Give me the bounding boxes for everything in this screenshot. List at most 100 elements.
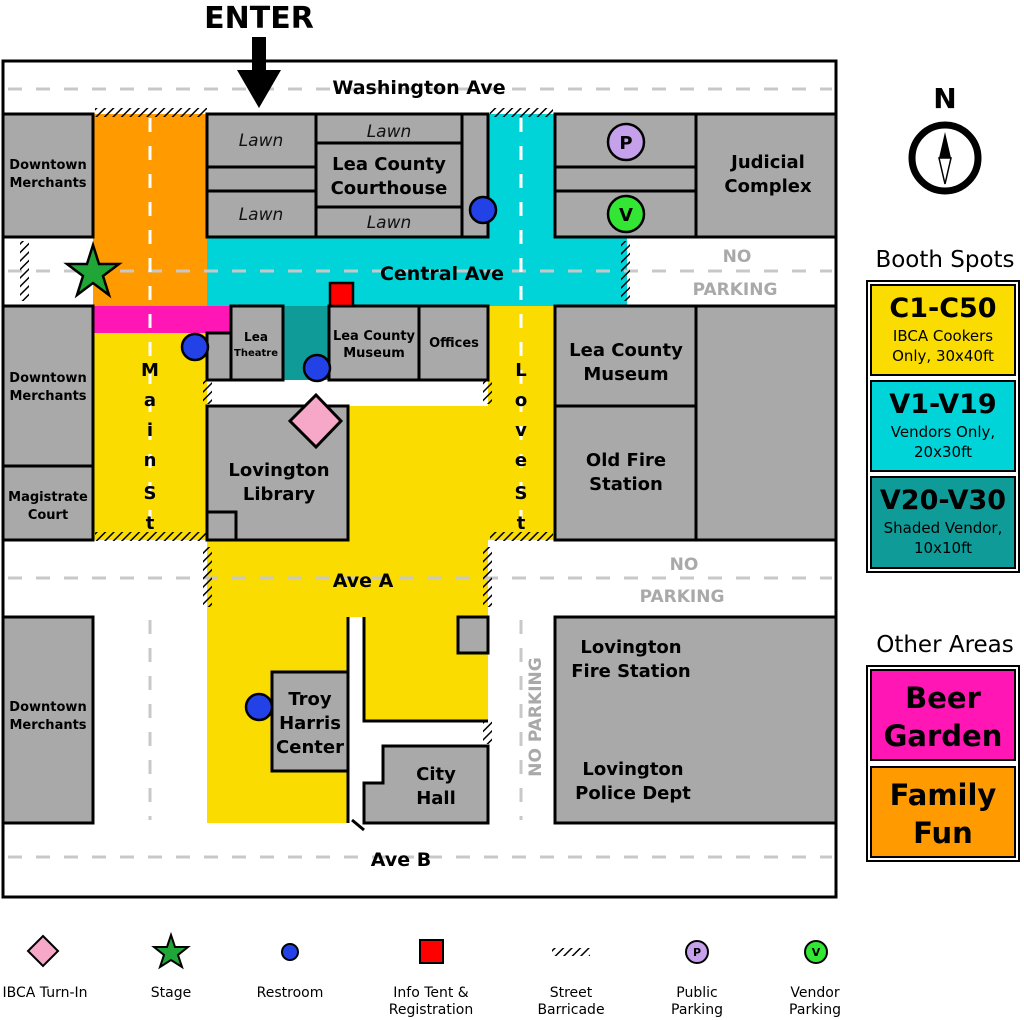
lea-county-museum-label: Lea County — [569, 340, 683, 361]
legend-public-parking-icon — [685, 940, 709, 964]
no-parking-central-line2: PARKING — [693, 280, 778, 300]
magistrate-court — [1, 464, 95, 542]
public-parking-icon[interactable] — [606, 122, 646, 162]
area-name: Garden — [883, 719, 1003, 753]
booth-spots-panel — [866, 280, 1020, 573]
booth-spots-title: Booth Spots — [875, 247, 1015, 273]
map-markers: P V — [63, 122, 646, 722]
downtown-merchants-w-label: Merchants — [9, 389, 86, 404]
main-st-letter: t — [146, 513, 155, 534]
judicial-complex-label: Judicial — [729, 152, 805, 173]
barricade-central-east — [621, 241, 630, 301]
love-st-letter: L — [515, 360, 526, 381]
police-dept-label: Police Dept — [575, 783, 691, 804]
legend-stage-label: Stage — [150, 985, 192, 1001]
stage-star-icon[interactable] — [63, 240, 123, 299]
lea-theatre — [229, 304, 285, 382]
road-center-lines — [8, 87, 832, 859]
area-name: Family — [889, 778, 997, 812]
library-annex — [205, 510, 238, 542]
booth-desc: IBCA Cookers — [892, 327, 994, 345]
restroom-icon[interactable] — [180, 332, 210, 362]
museum-small-label: Lea County — [333, 329, 416, 344]
building-labels: Downtown Merchants Downtown Merchants Ma… — [8, 152, 812, 809]
museum-small-label: Museum — [343, 346, 405, 361]
lea-theatre-label: Lea — [244, 330, 268, 344]
vendor-parking-icon[interactable] — [606, 194, 646, 234]
city-hall-label: City — [416, 764, 456, 785]
booth-code: V1-V19 — [889, 389, 997, 420]
legend-public-parking-label: Parking — [671, 1002, 723, 1018]
street-barricades — [20, 108, 630, 744]
legend-vendor-parking-label: Vendor — [790, 985, 840, 1001]
booth-desc: Shaded Vendor, — [883, 519, 1003, 537]
restroom-icon[interactable] — [302, 353, 332, 383]
legend-barricade-label: Street — [549, 985, 593, 1001]
street-ave-a: Ave A — [333, 570, 394, 592]
offices-label: Offices — [429, 336, 479, 351]
legend-icons: P V — [26, 931, 828, 970]
beer-garden-small-zone — [207, 306, 231, 333]
old-fire-station-label: Station — [589, 474, 663, 495]
barricade-love-south — [490, 532, 553, 541]
magistrate-court-label: Magistrate — [8, 490, 88, 505]
downtown-merchants-nw-label: Downtown — [9, 158, 86, 173]
fire-and-police — [553, 615, 838, 825]
city-hall-label: Hall — [416, 788, 456, 809]
library-label: Library — [243, 484, 315, 505]
legend-restroom-label: Restroom — [256, 985, 324, 1001]
downtown-merchants-w-label: Downtown — [9, 371, 86, 386]
legend-vendor-parking-icon — [804, 940, 828, 964]
lawn-label: Lawn — [239, 131, 284, 151]
downtown-merchants-sw-label: Merchants — [9, 718, 86, 733]
area-name: Beer — [905, 681, 981, 715]
enter-label: ENTER — [204, 1, 314, 36]
downtown-merchants-nw-label: Merchants — [9, 176, 86, 191]
main-st-letter: i — [147, 420, 153, 441]
zones — [93, 114, 627, 823]
ibca-turn-in-icon[interactable] — [287, 392, 344, 450]
lawn-ne — [314, 112, 464, 145]
lea-county-museum-label: Museum — [583, 364, 668, 385]
troy-harris-label: Harris — [279, 713, 341, 734]
legend-barricade-icon — [552, 948, 590, 956]
lawn-label: Lawn — [367, 213, 412, 233]
no-parking-ave-a-line1: NO — [670, 555, 699, 575]
info-tent-icon[interactable] — [328, 281, 355, 308]
restroom-icon[interactable] — [468, 195, 498, 225]
judicial-annex — [694, 304, 838, 542]
restroom-icon[interactable] — [244, 692, 274, 722]
barricade-ave-a-east — [483, 547, 492, 607]
booth-key-cookers: C1-C50 IBCA Cookers Only, 30x40ft — [870, 284, 1016, 376]
downtown-merchants-w — [1, 304, 95, 468]
library-label: Lovington — [228, 460, 329, 481]
street-love-st: L o v e S t — [515, 360, 528, 534]
compass-north-label: N — [933, 82, 956, 115]
barricade-ave-a-west — [203, 547, 212, 607]
offices — [417, 304, 490, 382]
booth-code: V20-V30 — [879, 485, 1007, 516]
troy-harris-center — [270, 670, 350, 773]
street-washington-ave: Washington Ave — [332, 77, 505, 99]
main-st-letter: S — [144, 483, 157, 504]
compass-needle-south-icon — [938, 157, 952, 185]
love-st-letter: v — [515, 420, 527, 441]
magistrate-court-label: Court — [28, 508, 68, 523]
vendor-parking-letter: V — [619, 205, 633, 226]
police-dept-label: Lovington — [582, 759, 683, 780]
legend-info-tent-label: Info Tent & — [393, 985, 469, 1001]
fire-station-label: Fire Station — [571, 661, 691, 682]
compass-needle-north-icon — [939, 132, 951, 158]
legend-barricade-label: Barricade — [537, 1002, 605, 1018]
courthouse-label: Lea County — [332, 154, 446, 175]
judicial-complex-label: Complex — [724, 176, 812, 197]
booth-desc: Vendors Only, — [890, 423, 996, 441]
barricade-central-west — [20, 241, 29, 301]
no-parking-central-line1: NO — [723, 247, 752, 267]
booth-desc: Only, 30x40ft — [892, 347, 994, 365]
lawn-labels: Lawn Lawn Lawn Lawn — [239, 122, 412, 233]
downtown-merchants-nw — [1, 112, 95, 239]
legend-restroom-icon — [281, 943, 299, 961]
booth-desc: 10x10ft — [914, 539, 972, 557]
